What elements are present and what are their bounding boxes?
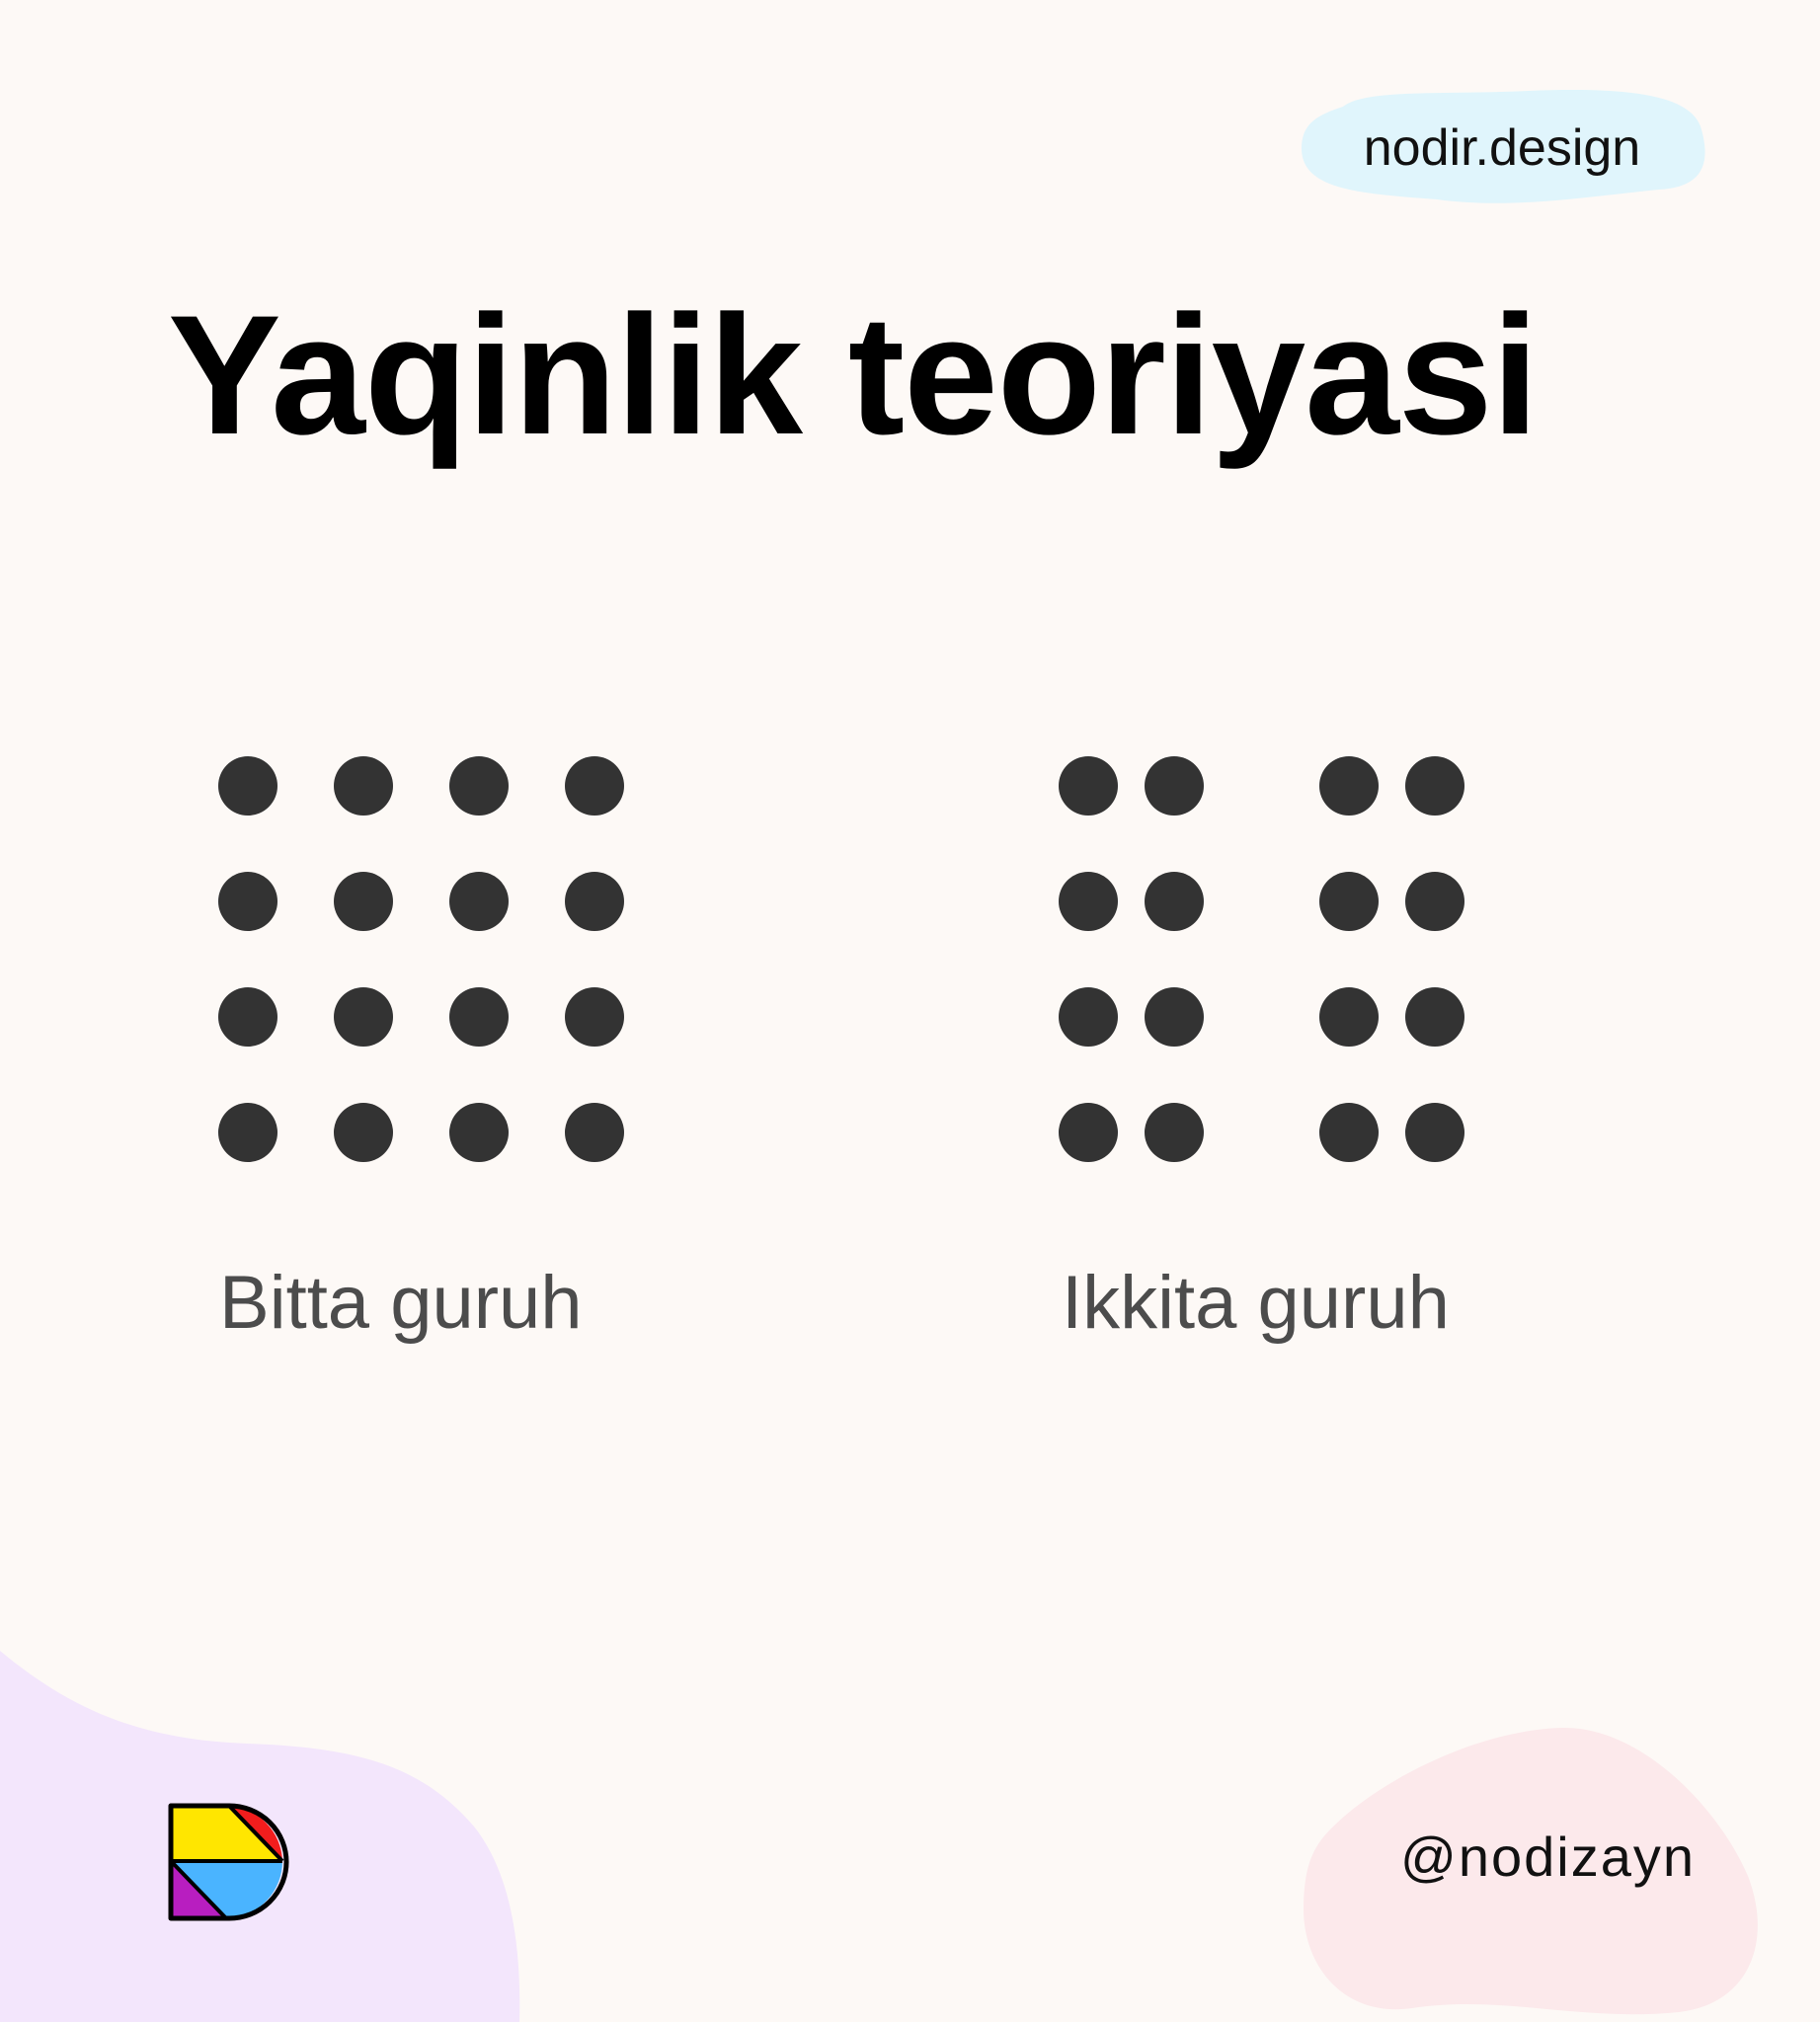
- dot-grid-two-groups: [1059, 756, 1467, 1163]
- dot-grid-single-group: [218, 756, 625, 1163]
- dot: [1405, 1103, 1464, 1162]
- dot: [1145, 756, 1204, 816]
- dot: [1059, 987, 1118, 1047]
- site-label: nodir.design: [1363, 119, 1641, 177]
- dot: [1145, 987, 1204, 1047]
- dot: [1145, 1103, 1204, 1162]
- dot: [1319, 987, 1379, 1047]
- site-label-blob: [1302, 90, 1705, 203]
- caption-single-group: Bitta guruh: [219, 1261, 583, 1345]
- d-letter-logo-icon: [168, 1803, 289, 1921]
- dot: [565, 987, 624, 1047]
- dot: [1319, 756, 1379, 816]
- dot: [565, 1103, 624, 1162]
- dot: [565, 756, 624, 816]
- dot: [1405, 987, 1464, 1047]
- corner-blob-right: [1304, 1727, 1758, 2015]
- dot: [449, 756, 509, 816]
- dot: [218, 872, 277, 931]
- dot: [334, 1103, 393, 1162]
- dot: [334, 987, 393, 1047]
- dot: [1319, 872, 1379, 931]
- dot: [1319, 1103, 1379, 1162]
- dot: [449, 1103, 509, 1162]
- dot: [1059, 1103, 1118, 1162]
- dot: [334, 872, 393, 931]
- page-title: Yaqinlik teoriyasi: [168, 280, 1539, 470]
- dot: [449, 987, 509, 1047]
- caption-two-groups: Ikkita guruh: [1062, 1261, 1450, 1345]
- dot: [449, 872, 509, 931]
- dot: [334, 756, 393, 816]
- dot: [1145, 872, 1204, 931]
- dot: [218, 987, 277, 1047]
- dot: [1405, 756, 1464, 816]
- dot: [565, 872, 624, 931]
- dot: [218, 1103, 277, 1162]
- dot: [1059, 756, 1118, 816]
- dot: [218, 756, 277, 816]
- dot: [1059, 872, 1118, 931]
- social-handle: @nodizayn: [1400, 1826, 1697, 1888]
- dot: [1405, 872, 1464, 931]
